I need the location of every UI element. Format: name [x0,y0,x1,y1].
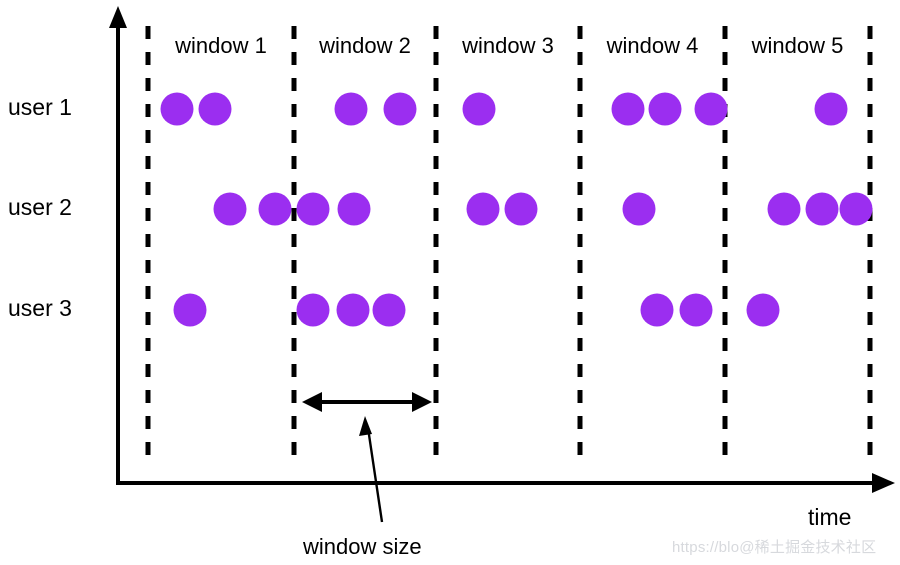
event-dot [611,92,645,126]
event-dot [805,192,839,226]
measure-arrowhead-right [412,392,432,412]
window-label-2: window 2 [319,33,411,58]
event-dot [334,92,368,126]
row-label-user-3: user 3 [8,295,72,321]
window-label-1: window 1 [175,33,267,58]
y-axis-arrowhead [109,6,127,28]
event-dot [462,92,496,126]
event-dot [198,92,232,126]
event-dot [814,92,848,126]
measure-arrowhead-left [302,392,322,412]
watermark-text: https://blo@稀土掘金技术社区 [672,539,877,556]
y-axis [109,6,127,483]
event-dot [173,293,207,327]
event-dot [648,92,682,126]
event-dot [296,192,330,226]
window-dividers [145,26,873,462]
event-dots [160,92,873,327]
row-label-user-2: user 2 [8,194,72,220]
window-label-5: window 5 [751,33,844,58]
window-size-label: window size [303,534,422,559]
event-dot [372,293,406,327]
event-dot [640,293,674,327]
window-size-measure-arrow [302,392,432,412]
event-dot [296,293,330,327]
event-dot [258,192,292,226]
window-size-pointer [359,416,384,523]
event-dot [746,293,780,327]
x-axis-label: time [808,504,852,530]
event-dot [213,192,247,226]
window-size-pointer-line [366,427,384,523]
event-dot [839,192,873,226]
event-dot [622,192,656,226]
event-dot [466,192,500,226]
event-dot [337,192,371,226]
event-dot [160,92,194,126]
x-axis [116,473,895,493]
row-label-user-1: user 1 [8,94,72,120]
window-size-pointer-arrowhead [359,416,372,436]
event-dot [694,92,728,126]
event-dot [767,192,801,226]
event-dot [336,293,370,327]
event-dot [504,192,538,226]
x-axis-arrowhead [872,473,895,493]
window-label-4: window 4 [606,33,699,58]
window-label-3: window 3 [462,33,554,58]
event-dot [383,92,417,126]
event-dot [679,293,713,327]
